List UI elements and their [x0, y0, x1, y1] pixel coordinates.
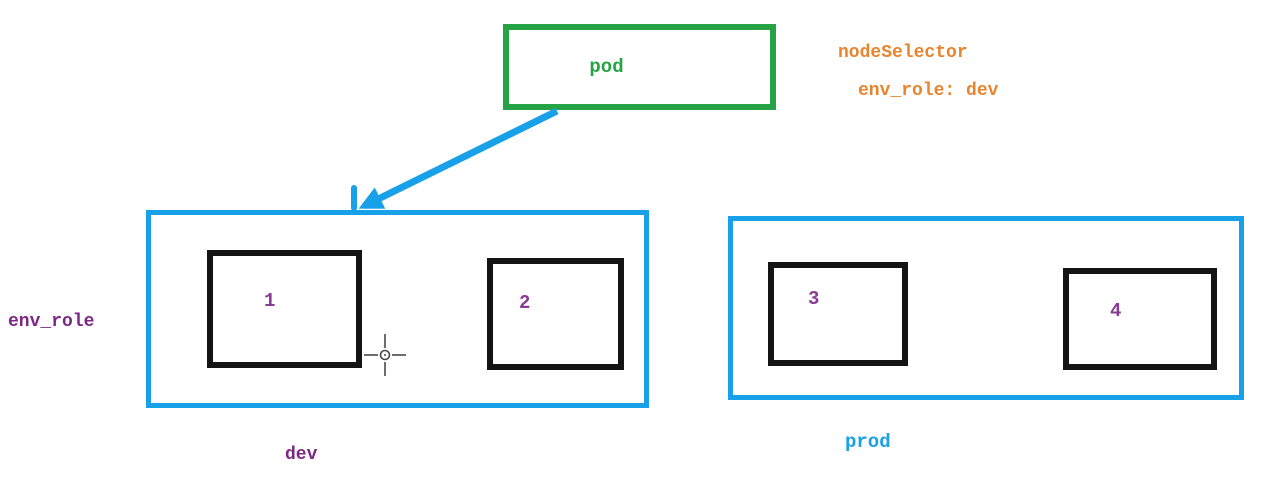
node-box-4[interactable]: 4: [1063, 268, 1217, 370]
group-label-prod: prod: [845, 431, 891, 453]
pod-box[interactable]: pod: [503, 24, 776, 110]
node-group-dev-box[interactable]: 1 2: [146, 210, 649, 408]
node-box-2[interactable]: 2: [487, 258, 624, 370]
nodeselector-annotation-line2: env_role: dev: [858, 81, 999, 101]
node-box-3[interactable]: 3: [768, 262, 908, 366]
node-number-3: 3: [808, 288, 820, 310]
node-number-1: 1: [264, 290, 276, 312]
env-role-axis-label: env_role: [8, 312, 95, 332]
node-group-prod-box[interactable]: 3 4: [728, 216, 1244, 400]
pod-to-dev-arrow[interactable]: [358, 107, 559, 210]
node-box-1[interactable]: 1: [207, 250, 362, 368]
pod-label: pod: [589, 56, 624, 78]
nodeselector-annotation-line1: nodeSelector: [838, 43, 968, 63]
node-number-4: 4: [1110, 300, 1122, 322]
node-number-2: 2: [519, 292, 531, 314]
group-label-dev: dev: [285, 445, 318, 465]
